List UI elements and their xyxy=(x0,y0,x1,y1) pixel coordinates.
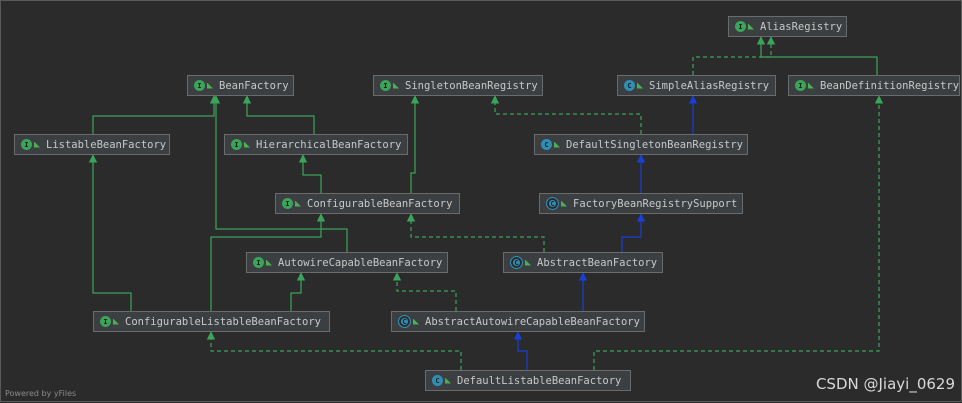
node-label: DefaultListableBeanFactory xyxy=(457,374,622,387)
node-singleton-bean-registry[interactable]: I SingletonBeanRegistry xyxy=(373,75,543,96)
node-label: AbstractBeanFactory xyxy=(537,256,658,269)
node-default-listable-bean-factory[interactable]: C DefaultListableBeanFactory xyxy=(425,370,631,391)
node-simple-alias-registry[interactable]: C SimpleAliasRegistry xyxy=(617,75,776,96)
edge-cl-to-autowire xyxy=(290,272,306,311)
node-label: DefaultSingletonBeanRegistry xyxy=(566,138,744,151)
modifier-icon xyxy=(113,318,119,325)
node-bean-definition-registry[interactable]: I BeanDefinitionRegistry xyxy=(788,75,960,96)
node-label: FactoryBeanRegistrySupport xyxy=(573,197,738,210)
modifier-icon xyxy=(393,82,399,89)
edge-autowire-to-beanfactory xyxy=(211,95,348,252)
edge-simplealias-to-aliasregistry xyxy=(692,36,776,75)
modifier-icon xyxy=(413,318,419,325)
interface-icon: I xyxy=(21,139,32,150)
edge-listable-to-beanfactory xyxy=(92,95,219,134)
modifier-icon xyxy=(748,23,754,30)
node-abstract-bean-factory[interactable]: C AbstractBeanFactory xyxy=(503,252,663,273)
interface-icon: I xyxy=(282,198,293,209)
node-label: ConfigurableBeanFactory xyxy=(307,197,453,210)
node-label: BeanDefinitionRegistry xyxy=(820,79,960,92)
node-listable-bean-factory[interactable]: I ListableBeanFactory xyxy=(14,134,170,155)
node-label: SingletonBeanRegistry xyxy=(405,79,538,92)
modifier-icon xyxy=(561,200,567,207)
node-label: AutowireCapableBeanFactory xyxy=(278,256,443,269)
node-default-singleton-bean-registry[interactable]: C DefaultSingletonBeanRegistry xyxy=(534,134,748,155)
node-factory-bean-registry-support[interactable]: C FactoryBeanRegistrySupport xyxy=(539,193,743,214)
edge-abstractautowire-to-autowire xyxy=(392,272,457,311)
interface-icon: I xyxy=(231,139,242,150)
interface-icon: I xyxy=(795,80,806,91)
node-label: ListableBeanFactory xyxy=(46,138,167,151)
node-alias-registry[interactable]: I AliasRegistry xyxy=(728,16,847,37)
interface-icon: I xyxy=(253,257,264,268)
node-label: ConfigurableListableBeanFactory xyxy=(125,315,321,328)
node-abstract-autowire-capable-bean-factory[interactable]: C AbstractAutowireCapableBeanFactory xyxy=(391,311,645,332)
modifier-icon xyxy=(525,259,531,266)
edge-cl-to-configurable xyxy=(210,213,326,311)
node-autowire-capable-bean-factory[interactable]: I AutowireCapableBeanFactory xyxy=(246,252,448,273)
modifier-icon xyxy=(34,141,40,148)
edge-configurable-to-singletonregistry xyxy=(410,95,420,193)
node-label: HierarchicalBeanFactory xyxy=(256,138,402,151)
modifier-icon xyxy=(295,200,301,207)
modifier-icon xyxy=(207,82,213,89)
class-icon: C xyxy=(624,80,635,91)
powered-by-footer: Powered by yFiles xyxy=(5,389,77,398)
node-configurable-listable-bean-factory[interactable]: I ConfigurableListableBeanFactory xyxy=(93,311,330,332)
interface-icon: I xyxy=(100,316,111,327)
edge-cl-to-listable xyxy=(88,154,132,311)
modifier-icon xyxy=(445,377,451,384)
edge-dlbf-to-cl xyxy=(206,331,462,370)
node-configurable-bean-factory[interactable]: I ConfigurableBeanFactory xyxy=(275,193,460,214)
modifier-icon xyxy=(244,141,250,148)
modifier-icon xyxy=(637,82,643,89)
watermark: CSDN @Jiayi_0629 xyxy=(815,375,955,393)
edge-defaultsingleton-to-singletonregistry xyxy=(490,95,642,134)
abstract-class-icon: C xyxy=(398,315,411,328)
abstract-class-icon: C xyxy=(546,197,559,210)
edge-bdr-to-aliasregistry xyxy=(756,36,878,75)
interface-icon: I xyxy=(194,80,205,91)
edge-abstractbf-to-configurable xyxy=(406,213,545,252)
interface-icon: I xyxy=(380,80,391,91)
modifier-icon xyxy=(266,259,272,266)
edge-configurable-to-hierarchical xyxy=(298,154,322,193)
interface-icon: I xyxy=(735,21,746,32)
class-icon: C xyxy=(541,139,552,150)
abstract-class-icon: C xyxy=(510,256,523,269)
node-label: BeanFactory xyxy=(219,79,289,92)
modifier-icon xyxy=(554,141,560,148)
edge-abstractbf-to-factorysupport xyxy=(621,213,646,252)
node-hierarchical-bean-factory[interactable]: I HierarchicalBeanFactory xyxy=(224,134,408,155)
node-label: AliasRegistry xyxy=(760,20,843,33)
class-icon: C xyxy=(432,375,443,386)
edge-hierarchical-to-beanfactory xyxy=(242,95,315,134)
edge-dlbf-to-bdr xyxy=(593,95,884,370)
node-label: SimpleAliasRegistry xyxy=(649,79,770,92)
node-bean-factory[interactable]: I BeanFactory xyxy=(187,75,294,96)
modifier-icon xyxy=(808,82,814,89)
edge-dlbf-to-abstractautowire xyxy=(513,331,528,370)
node-label: AbstractAutowireCapableBeanFactory xyxy=(425,315,640,328)
